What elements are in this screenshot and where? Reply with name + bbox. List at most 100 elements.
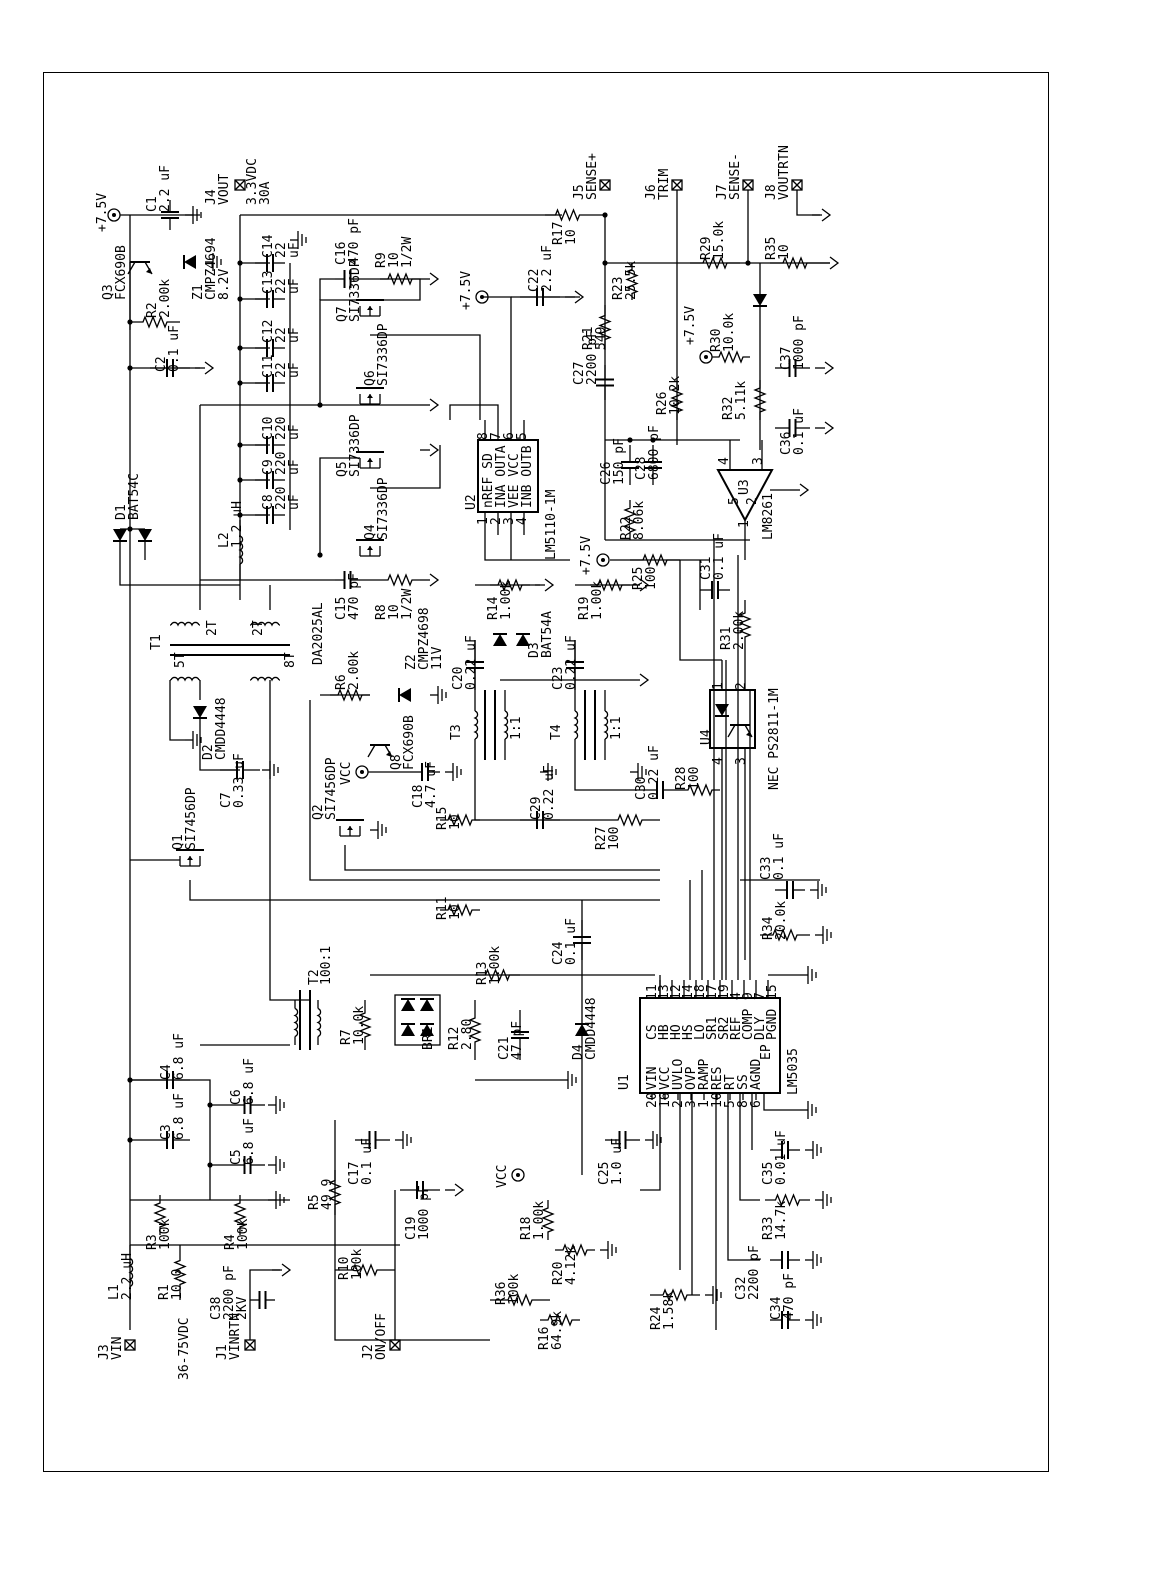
value-r1: 10.0: [170, 1269, 185, 1300]
u2-pin-num-7: 7: [489, 432, 504, 440]
value-r15: 10: [448, 814, 463, 830]
connector-terminal: [234, 179, 246, 191]
ref-designator-c26: C26: [599, 462, 614, 485]
ref-designator-r19: R19: [577, 597, 592, 620]
mosfet-symbol: [356, 387, 384, 405]
supply-terminal: [596, 553, 610, 567]
unit-c9: uF: [287, 459, 302, 475]
vcc-label-1: VCC: [339, 762, 354, 785]
signal-ground-symbol: [630, 673, 650, 687]
ref-designator-c5: C5: [229, 1149, 244, 1165]
value-r6: 2.00k: [347, 651, 362, 690]
j4-ref: J4: [204, 189, 219, 205]
value-r10: 100k: [350, 1249, 365, 1280]
ref-designator-c12: C12: [261, 320, 276, 343]
t4-ratio: 1:1: [609, 717, 624, 740]
u1-pin-lo: LO: [693, 1024, 708, 1040]
value-d3: BAT54A: [540, 611, 555, 658]
ref-designator-c19: C19: [404, 1217, 419, 1240]
u1-ref: U1: [617, 1074, 632, 1090]
value-c12: 22: [274, 327, 289, 343]
u1-pin-num-14: 14: [681, 984, 696, 1000]
vcc-label-2: VCC: [495, 1165, 510, 1188]
junction-dot: [237, 512, 243, 518]
u2-pin-num-1: 1: [476, 517, 491, 525]
u1-pin-num-16: 16: [658, 1092, 673, 1108]
t1-aux-turns: 8T: [283, 652, 298, 668]
value-c17: 0.1 uF: [360, 1138, 375, 1185]
ref-designator-r35: R35: [764, 237, 779, 260]
u1-pin-num-8: 8: [736, 1100, 751, 1108]
ref-designator-c29: C29: [529, 797, 544, 820]
ref-designator-c18: C18: [411, 785, 426, 808]
j5-net: SENSE+: [585, 153, 600, 200]
mosfet-symbol: [356, 539, 384, 557]
unit-c11: uF: [287, 362, 302, 378]
j3-ref: J3: [97, 1344, 112, 1360]
u2-pin-label-2: VEE VCC: [507, 453, 522, 508]
ground-symbol: [370, 821, 387, 839]
ref-designator-r31: R31: [719, 627, 734, 650]
ground-symbol: [805, 1311, 822, 1329]
value-r32: 5.11k: [734, 381, 749, 420]
u3-part: LM8261: [761, 493, 776, 540]
value-r28: 100: [687, 767, 702, 790]
value-c9: 220: [274, 452, 289, 475]
ref-designator-q5: Q5: [335, 461, 350, 477]
u1-pin-ep: EP: [759, 1044, 774, 1060]
ground-symbol: [600, 1241, 617, 1259]
value-r13: 1.00k: [488, 946, 503, 985]
u1-pin-num-9: 9: [741, 992, 756, 1000]
rating-c38: 2KV: [235, 1296, 250, 1320]
u2-pin-num-3: 3: [502, 517, 517, 525]
u2-pin-label-0: nREF SD: [481, 453, 496, 508]
ref-designator-c36: C36: [779, 432, 794, 455]
u1-pin-ramp: RAMP: [697, 1059, 712, 1090]
t1-pri-turns: 5T: [173, 652, 188, 668]
u4-part: NEC PS2811-1M: [767, 688, 782, 790]
value-r27: 100: [607, 827, 622, 850]
u1-body: [639, 997, 781, 1094]
u3-pin-5: 5: [727, 497, 742, 505]
value-c11: 22: [274, 362, 289, 378]
ground-symbol: [268, 1096, 285, 1114]
unit-c8: uF: [287, 494, 302, 510]
supply-label-p75-u2: +7.5V: [459, 271, 474, 310]
ref-designator-c9: C9: [261, 459, 276, 475]
j1-ref: J1: [215, 1344, 230, 1360]
ref-designator-c1: C1: [145, 196, 160, 212]
u3-pin-4: 4: [717, 457, 732, 465]
j8-net: VOUTRTN: [777, 145, 792, 200]
value-q7: SI7336DP: [348, 259, 363, 322]
ref-designator-c21: C21: [497, 1037, 512, 1060]
ref-designator-c35: C35: [761, 1162, 776, 1185]
ref-designator-r13: R13: [475, 962, 490, 985]
value-r30: 10.0k: [722, 313, 737, 352]
value-c29: 0.22 uF: [542, 765, 557, 820]
signal-ground-symbol: [812, 208, 832, 222]
ground-symbol: [445, 763, 462, 781]
ground-symbol: [560, 1071, 577, 1089]
ref-designator-r27: R27: [594, 827, 609, 850]
u2-pin-num-5: 5: [515, 432, 530, 440]
value-r24: 1.58k: [662, 1291, 677, 1330]
junction-dot: [237, 442, 243, 448]
value-c7: 0.33 uF: [232, 753, 247, 808]
u1-pin-hs: HS: [681, 1024, 696, 1040]
t3-ratio: 1:1: [509, 717, 524, 740]
u1-pin-agnd: AGND: [749, 1059, 764, 1090]
u2-part: LM5110-1M: [544, 489, 559, 560]
value-c25: 1.0 uF: [610, 1138, 625, 1185]
ref-designator-br1: BR1: [421, 1027, 436, 1050]
signal-ground-symbol: [815, 361, 835, 375]
ref-designator-d3: D3: [527, 642, 542, 658]
j4-note: 3.3VDC: [245, 158, 260, 205]
ref-designator-r14: R14: [486, 596, 501, 620]
junction-dot: [127, 365, 133, 371]
value-c14: 22: [274, 242, 289, 258]
u1-pin-sr2: SR2: [717, 1017, 732, 1040]
value-r21: 549: [594, 327, 609, 350]
connector-terminal: [671, 179, 683, 191]
